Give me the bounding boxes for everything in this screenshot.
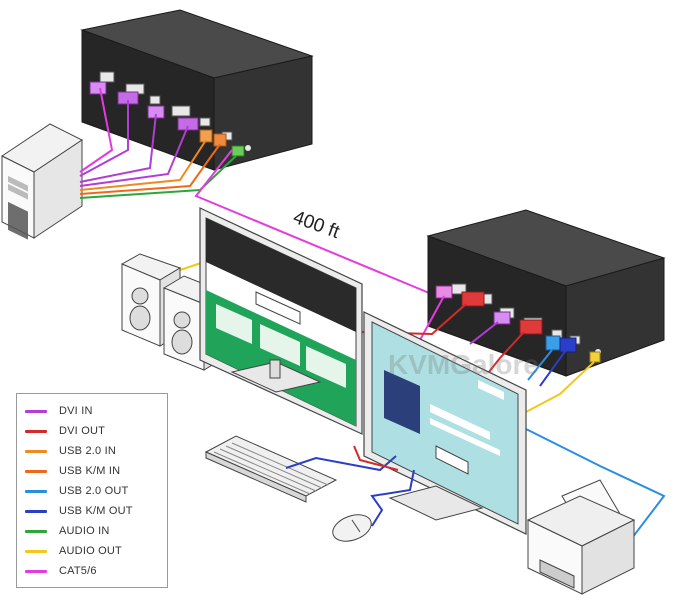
transmitter-connectors — [89, 81, 245, 157]
legend-label: USB K/M IN — [59, 465, 121, 477]
left-monitor — [199, 207, 363, 435]
keyboard-icon — [204, 435, 338, 503]
legend-item: DVI IN — [25, 401, 93, 421]
mouse-icon — [332, 514, 372, 542]
legend-swatch — [25, 549, 47, 553]
pc-tower — [1, 123, 83, 240]
legend-label: AUDIO OUT — [59, 545, 122, 557]
legend-swatch — [25, 449, 47, 453]
km-cables — [285, 445, 415, 527]
legend-label: USB K/M OUT — [59, 505, 133, 517]
legend-label: USB 2.0 IN — [59, 445, 117, 457]
legend-item: USB K/M IN — [25, 461, 120, 481]
legend: DVI IN DVI OUT USB 2.0 IN USB K/M IN USB 2.0… — [16, 393, 168, 588]
receiver-connectors — [435, 285, 601, 363]
legend-item: USB 2.0 IN — [25, 441, 116, 461]
legend-swatch — [25, 529, 47, 533]
legend-swatch — [25, 569, 47, 573]
legend-item: AUDIO IN — [25, 521, 110, 541]
legend-swatch — [25, 409, 47, 413]
legend-label: CAT5/6 — [59, 565, 97, 577]
legend-label: DVI IN — [59, 405, 93, 417]
legend-swatch — [25, 469, 47, 473]
legend-item: AUDIO OUT — [25, 541, 122, 561]
legend-swatch — [25, 429, 47, 433]
legend-label: AUDIO IN — [59, 525, 110, 537]
receiver-unit — [426, 209, 666, 377]
legend-item: USB 2.0 OUT — [25, 481, 128, 501]
legend-item: CAT5/6 — [25, 561, 97, 581]
legend-label: DVI OUT — [59, 425, 106, 437]
transmitter-unit — [80, 9, 314, 171]
legend-item: DVI OUT — [25, 421, 105, 441]
printer-icon — [526, 479, 636, 595]
legend-item: USB K/M OUT — [25, 501, 133, 521]
watermark-text: KVMGalore — [388, 349, 539, 380]
right-monitor — [363, 311, 527, 535]
legend-label: USB 2.0 OUT — [59, 485, 129, 497]
legend-swatch — [25, 509, 47, 513]
legend-swatch — [25, 489, 47, 493]
